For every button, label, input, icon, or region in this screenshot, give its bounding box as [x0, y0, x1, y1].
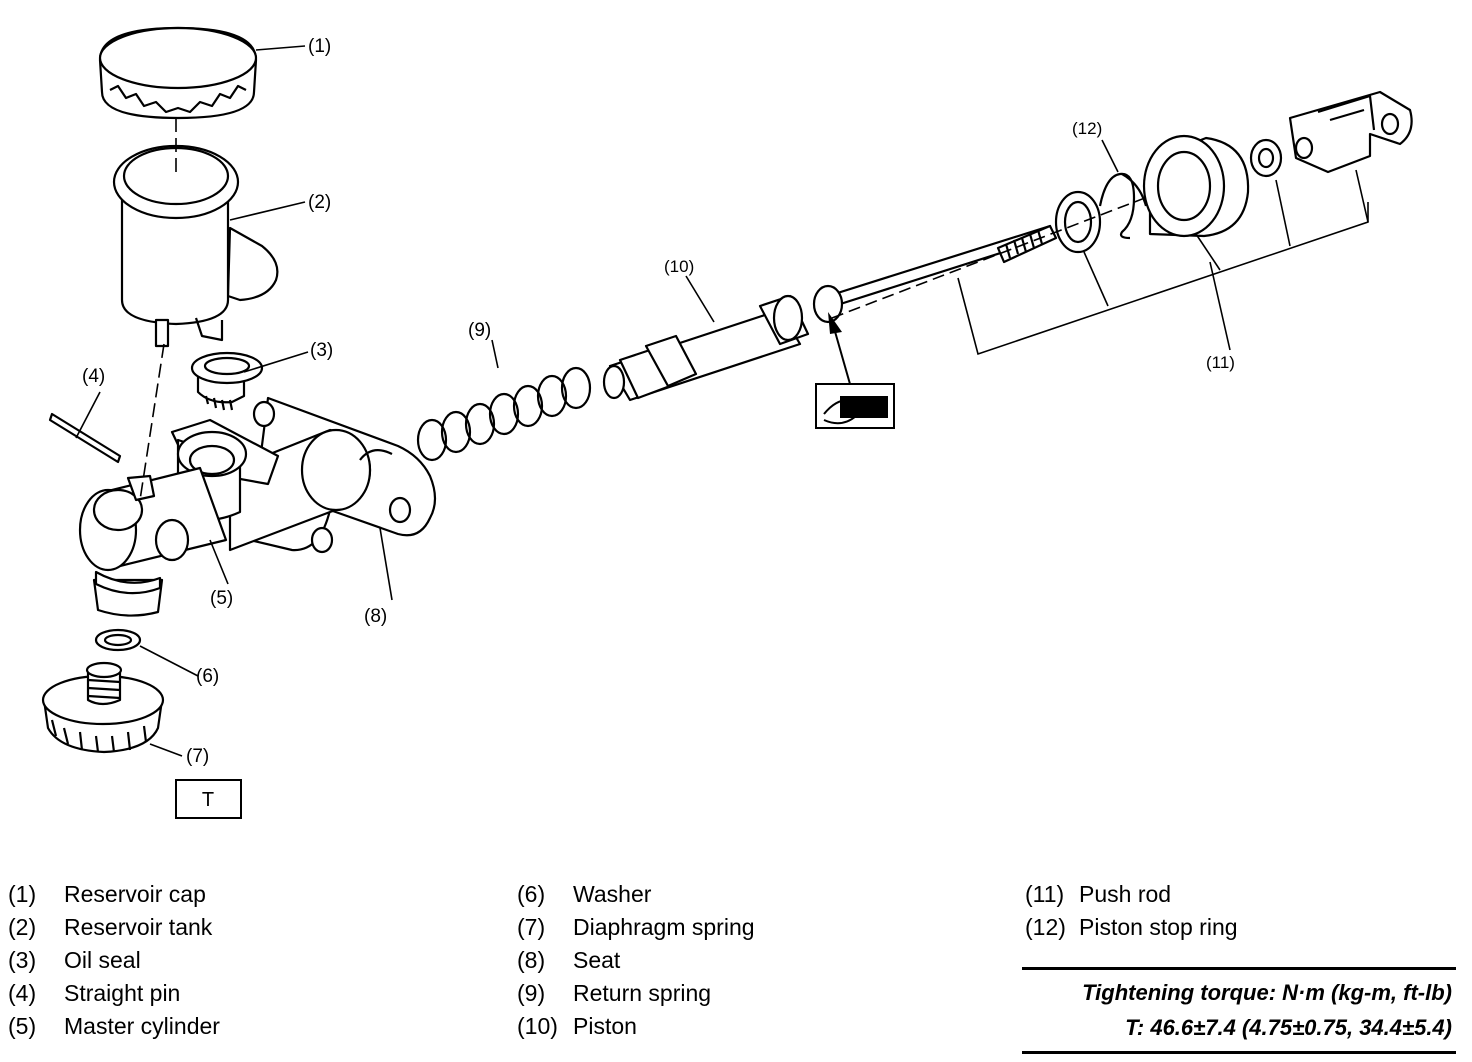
callout-12: (12)	[1072, 119, 1102, 138]
diaphragm-spring	[41, 661, 165, 754]
oil-seal	[190, 351, 264, 411]
legend-name: Piston stop ring	[1079, 914, 1238, 940]
legend-name: Master cylinder	[64, 1013, 220, 1039]
legend-name: Seat	[573, 947, 621, 973]
straight-pin	[48, 412, 122, 464]
return-spring	[416, 366, 592, 462]
tightening-torque-marker: T	[175, 779, 242, 819]
legend-number: (8)	[517, 947, 546, 973]
callout-2: (2)	[308, 192, 331, 213]
legend-number: (5)	[8, 1013, 37, 1039]
master-cylinder	[78, 396, 437, 617]
t-box-label: T	[202, 789, 214, 811]
callout-7: (7)	[186, 746, 209, 767]
legend-name: Straight pin	[64, 980, 181, 1006]
legend-name: Piston	[573, 1013, 637, 1039]
legend-name: Washer	[573, 881, 652, 907]
callout-11: (11)	[1206, 353, 1235, 372]
legend-name: Return spring	[573, 980, 712, 1006]
callout-8: (8)	[364, 606, 387, 627]
push-rod	[812, 90, 1413, 324]
seat	[359, 449, 393, 461]
legend-number: (11)	[1025, 881, 1065, 907]
reservoir-cap	[98, 26, 258, 120]
callout-10: (10)	[664, 257, 694, 276]
legend-number: (3)	[8, 947, 37, 973]
legend-number: (12)	[1025, 914, 1066, 940]
reservoir-tank	[112, 144, 279, 348]
legend-number: (6)	[517, 881, 546, 907]
torque-title: Tightening torque: N·m (kg-m, ft-lb)	[1082, 980, 1452, 1005]
torque-value: T: 46.6±7.4 (4.75±0.75, 34.4±5.4)	[1125, 1015, 1452, 1040]
legend-number: (9)	[517, 980, 546, 1006]
grease-arrow	[828, 312, 851, 385]
legend-name: Reservoir tank	[64, 914, 213, 940]
legend-name: Diaphragm spring	[573, 914, 755, 940]
callout-5: (5)	[210, 588, 233, 609]
callout-1: (1)	[308, 36, 331, 57]
piston-stop-ring	[1098, 172, 1148, 240]
legend-number: (2)	[8, 914, 37, 940]
piston	[602, 294, 810, 402]
callout-3: (3)	[310, 340, 333, 361]
legend-number: (10)	[517, 1013, 558, 1039]
legend-number: (1)	[8, 881, 37, 907]
washer	[94, 628, 142, 652]
legend-name: Reservoir cap	[64, 881, 206, 907]
exploded-parts-diagram: T (1) (2) (3) (4) (5) (6) (7) (8) (9) (1…	[41, 26, 1413, 819]
callout-9: (9)	[468, 320, 491, 341]
callout-4: (4)	[82, 366, 105, 387]
legend-number: (7)	[517, 914, 546, 940]
grease-apply-icon	[815, 383, 895, 429]
legend-name: Oil seal	[64, 947, 141, 973]
legend-number: (4)	[8, 980, 37, 1006]
legend-name: Push rod	[1079, 881, 1172, 907]
callout-6: (6)	[196, 666, 219, 687]
torque-spec-box: Tightening torque: N·m (kg-m, ft-lb) T: …	[1022, 967, 1456, 1054]
